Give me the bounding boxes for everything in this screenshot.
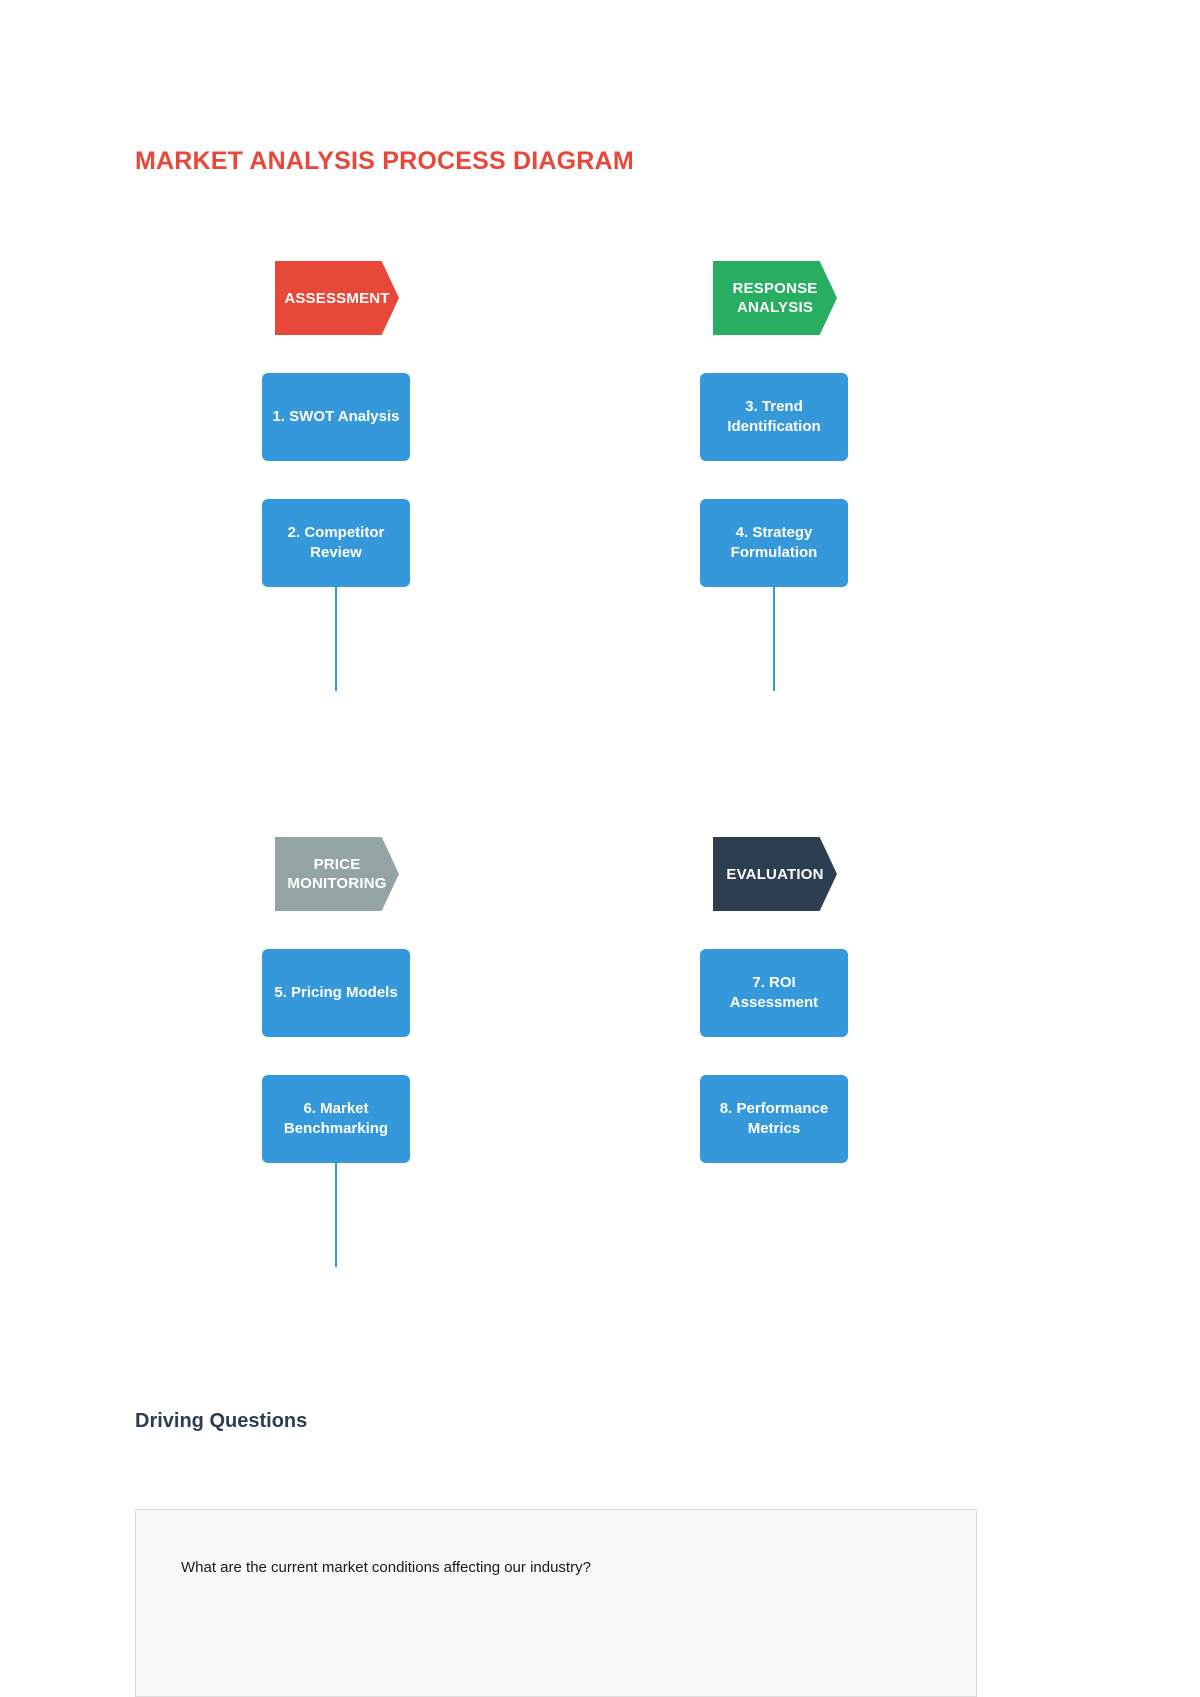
banner-response-analysis: RESPONSE ANALYSIS: [713, 261, 837, 335]
connector-line: [700, 587, 848, 691]
banner-arrow-shape: [713, 261, 837, 335]
spacer: [262, 335, 410, 373]
banner-arrow-shape: [275, 261, 399, 335]
banner-arrow-shape: [275, 837, 399, 911]
banner-assessment: ASSESSMENT: [275, 261, 399, 335]
process-node-2[interactable]: 2. Competitor Review: [262, 499, 410, 587]
banner-label: RESPONSE ANALYSIS: [732, 280, 818, 316]
spacer: [262, 1037, 410, 1075]
process-node-8[interactable]: 8. Performance Metrics: [700, 1075, 848, 1163]
process-group-evaluation: EVALUATION 7. ROI Assessment 8. Performa…: [700, 837, 848, 1163]
process-node-6[interactable]: 6. Market Benchmarking: [262, 1075, 410, 1163]
process-node-7[interactable]: 7. ROI Assessment: [700, 949, 848, 1037]
process-diagram: ASSESSMENT 1. SWOT Analysis 2. Competito…: [0, 0, 1200, 1340]
process-node-1[interactable]: 1. SWOT Analysis: [262, 373, 410, 461]
spacer: [700, 911, 848, 949]
process-node-3[interactable]: 3. Trend Identification: [700, 373, 848, 461]
process-node-4[interactable]: 4. Strategy Formulation: [700, 499, 848, 587]
process-group-assessment: ASSESSMENT 1. SWOT Analysis 2. Competito…: [262, 261, 410, 691]
process-group-price-monitoring: PRICE MONITORING 5. Pricing Models 6. Ma…: [262, 837, 410, 1267]
banner-label: ASSESSMENT: [284, 289, 390, 307]
spacer: [700, 1037, 848, 1075]
banner-label: PRICE MONITORING: [287, 856, 387, 892]
banner-price-monitoring: PRICE MONITORING: [275, 837, 399, 911]
spacer: [262, 911, 410, 949]
spacer: [262, 461, 410, 499]
banner-arrow-shape: [713, 837, 837, 911]
driving-questions-heading: Driving Questions: [135, 1410, 308, 1432]
question-item: What are the current market conditions a…: [181, 1559, 591, 1576]
process-group-response-analysis: RESPONSE ANALYSIS 3. Trend Identificatio…: [700, 261, 848, 691]
banner-label: EVALUATION: [726, 865, 824, 883]
process-node-5[interactable]: 5. Pricing Models: [262, 949, 410, 1037]
banner-evaluation: EVALUATION: [713, 837, 837, 911]
driving-questions-panel: What are the current market conditions a…: [135, 1509, 977, 1697]
connector-line: [262, 1163, 410, 1267]
spacer: [700, 461, 848, 499]
spacer: [700, 335, 848, 373]
connector-line: [262, 587, 410, 691]
page-title: MARKET ANALYSIS PROCESS DIAGRAM: [135, 147, 634, 175]
